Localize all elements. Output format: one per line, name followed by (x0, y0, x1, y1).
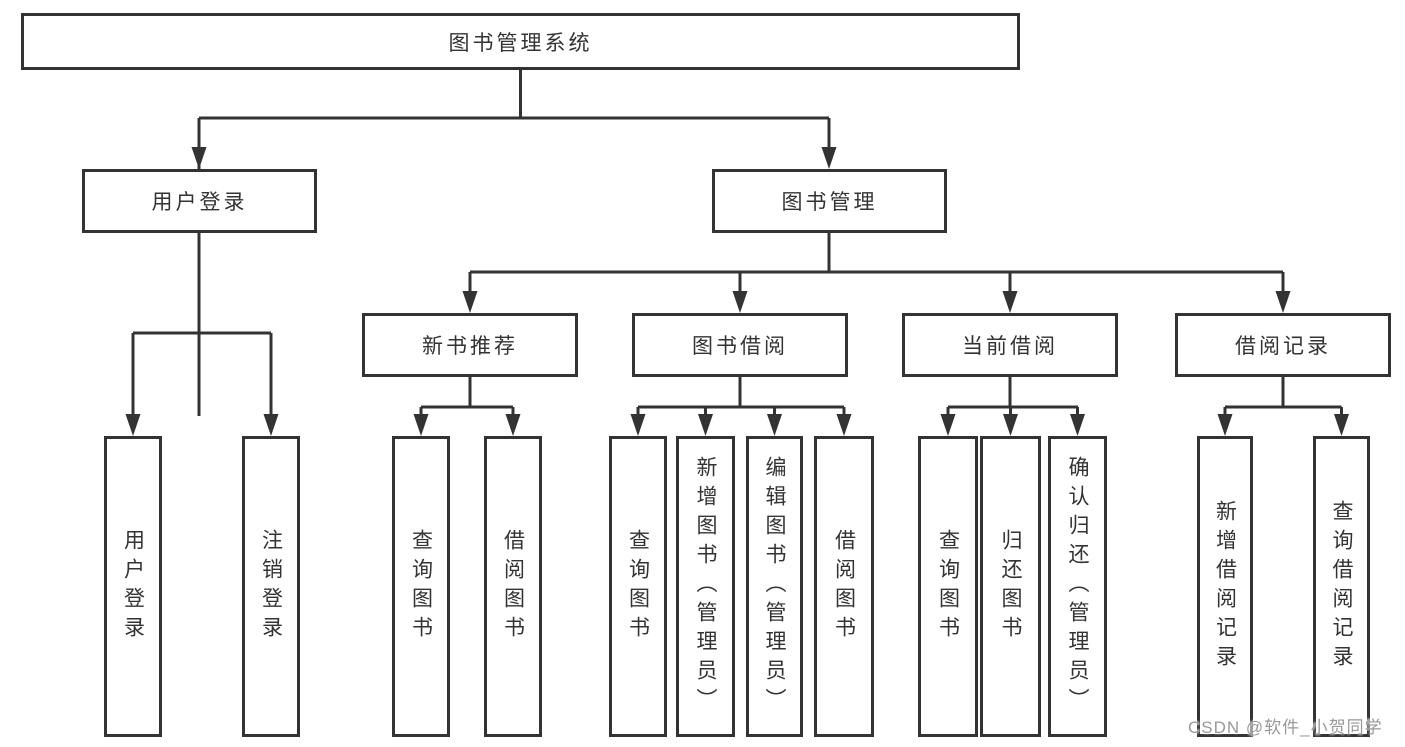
node-label: 当前借阅 (962, 335, 1058, 358)
node-label: 用户登录 (151, 191, 248, 214)
leaf-user-login: 用户登录 (104, 436, 162, 737)
node-current-borrowing: 当前借阅 (902, 313, 1118, 377)
node-label: 注销登录 (259, 528, 283, 645)
connector-new-book-to-leaves (413, 377, 521, 436)
connector-book-borrow-to-leaves (630, 377, 852, 436)
node-label: 借阅图书 (501, 528, 525, 645)
connector-current-borrow-to-leaves (940, 377, 1085, 436)
node-new-book-recommendation: 新书推荐 (362, 313, 578, 377)
arrow-down-icon (940, 414, 956, 436)
node-label: 查询借阅记录 (1330, 499, 1353, 674)
leaf-query-books-current: 查询图书 (918, 436, 978, 737)
node-label: 编辑图书（管理员） (763, 456, 786, 717)
leaf-edit-books-admin: 编辑图书（管理员） (746, 436, 803, 737)
arrow-down-icon (1217, 414, 1233, 436)
node-label: 查询图书 (626, 528, 650, 645)
node-label: 查询图书 (409, 528, 433, 645)
connector-book-management-to-level3 (462, 233, 1291, 313)
connector-root-to-level2 (191, 70, 837, 416)
leaf-return-books: 归还图书 (980, 436, 1041, 737)
node-library-management-system: 图书管理系统 (21, 13, 1020, 70)
arrow-down-icon (125, 414, 141, 436)
node-label: 新增图书（管理员） (694, 456, 717, 717)
leaf-logout: 注销登录 (242, 436, 300, 737)
connector-user-login-to-leaves (125, 233, 279, 436)
leaf-borrow-books: 借阅图书 (814, 436, 874, 737)
node-label: 图书管理系统 (448, 31, 593, 55)
node-label: 图书借阅 (692, 335, 788, 358)
leaf-query-borrow-record: 查询借阅记录 (1313, 436, 1370, 737)
leaf-confirm-return-admin: 确认归还（管理员） (1048, 436, 1107, 737)
leaf-query-books-borrow: 查询图书 (609, 436, 667, 737)
node-label: 用户登录 (121, 528, 145, 645)
node-label: 归还图书 (999, 528, 1022, 645)
arrow-down-icon (1275, 291, 1291, 313)
node-label: 查询图书 (936, 528, 960, 645)
arrow-down-icon (413, 414, 429, 436)
node-borrowing-records: 借阅记录 (1175, 313, 1391, 377)
arrow-down-icon (505, 414, 521, 436)
leaf-add-books-admin: 新增图书（管理员） (676, 436, 735, 737)
arrow-down-icon (462, 291, 478, 313)
arrow-down-icon (767, 414, 782, 436)
arrow-down-icon (1002, 291, 1018, 313)
node-book-borrowing: 图书借阅 (632, 313, 848, 377)
arrow-down-icon (698, 414, 713, 436)
arrow-down-icon (821, 147, 837, 169)
arrow-down-icon (1070, 414, 1085, 436)
node-label: 新书推荐 (422, 335, 518, 358)
arrow-down-icon (836, 414, 852, 436)
node-label: 借阅图书 (832, 528, 856, 645)
arrow-down-icon (1003, 414, 1018, 436)
node-label: 新增借阅记录 (1213, 499, 1237, 674)
arrow-down-icon (191, 147, 207, 169)
node-user-login: 用户登录 (82, 169, 317, 233)
csdn-watermark: CSDN @软件_小贺同学 (1188, 718, 1383, 737)
connector-borrow-record-to-leaves (1217, 377, 1349, 436)
leaf-borrow-books-recommend: 借阅图书 (484, 436, 542, 737)
node-label: 借阅记录 (1235, 335, 1331, 358)
arrow-down-icon (1334, 414, 1349, 436)
leaf-query-books-recommend: 查询图书 (392, 436, 450, 737)
node-label: 图书管理 (781, 191, 878, 214)
arrow-down-icon (630, 414, 646, 436)
arrow-down-icon (732, 291, 748, 313)
leaf-add-borrow-record: 新增借阅记录 (1197, 436, 1253, 737)
arrow-down-icon (263, 414, 279, 436)
node-book-management: 图书管理 (712, 169, 947, 233)
node-label: 确认归还（管理员） (1066, 456, 1089, 717)
